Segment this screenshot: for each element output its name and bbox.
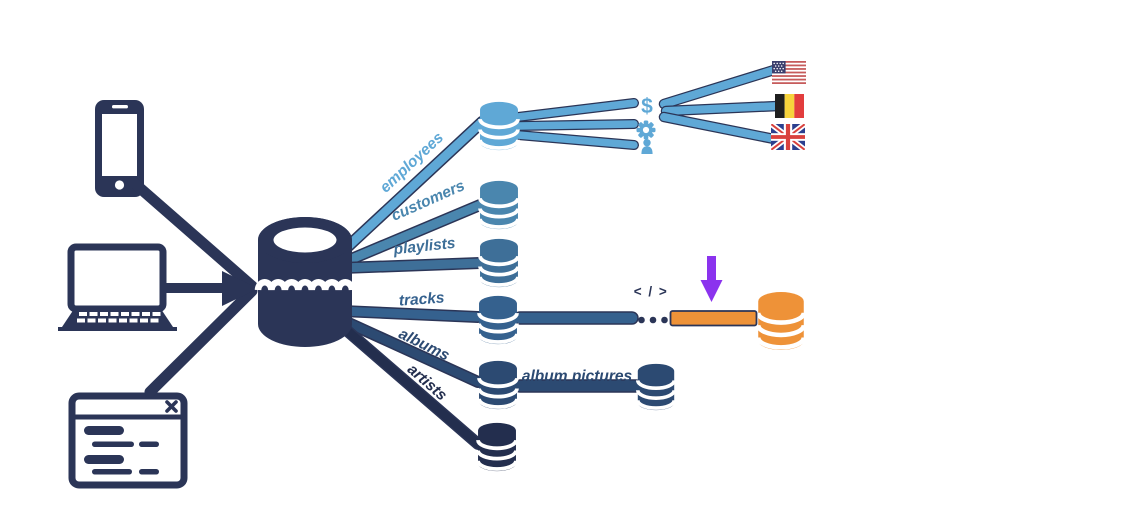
label-tracks: tracks <box>398 289 445 309</box>
albums-database-icon <box>479 361 517 409</box>
album-pictures-database-icon <box>638 364 674 410</box>
central-database-icon <box>254 217 356 347</box>
artists-database-icon <box>478 423 516 471</box>
browser-window-icon <box>68 392 188 489</box>
spoke-playlists-line <box>342 263 480 268</box>
wave-line <box>254 279 356 291</box>
belgium-flag-icon <box>775 94 804 118</box>
customers-database-icon <box>480 181 518 229</box>
label-playlists: playlists <box>392 235 457 259</box>
browser-connector-line <box>144 285 258 398</box>
code-label: < / > <box>634 284 669 299</box>
close-icon <box>165 400 178 413</box>
label-album-pictures: album pictures <box>522 368 633 385</box>
down-arrow-icon <box>700 256 723 302</box>
user-icon <box>641 139 653 154</box>
browser-content-lines <box>84 426 159 475</box>
arrowhead-icon <box>222 271 258 306</box>
orange-bar <box>669 310 758 327</box>
employees-database-icon <box>480 102 518 150</box>
flag-fan-lines <box>664 70 778 139</box>
uk-flag-icon <box>771 124 805 150</box>
playlists-database-icon <box>480 239 518 287</box>
gear-icon <box>636 120 656 140</box>
laptop-icon <box>58 243 177 331</box>
tracks-database-icon <box>479 296 517 344</box>
keyboard-keys <box>77 312 161 323</box>
dollar-icon: $ <box>641 95 653 118</box>
orange-database-icon <box>758 292 804 350</box>
smartphone-icon <box>95 100 144 197</box>
employees-fan-lines <box>518 103 634 145</box>
usa-flag-icon <box>772 61 806 84</box>
phone-connector-line <box>127 176 258 292</box>
spoke-tracks-line <box>342 311 478 317</box>
ellipsis-dots-icon <box>638 316 668 324</box>
